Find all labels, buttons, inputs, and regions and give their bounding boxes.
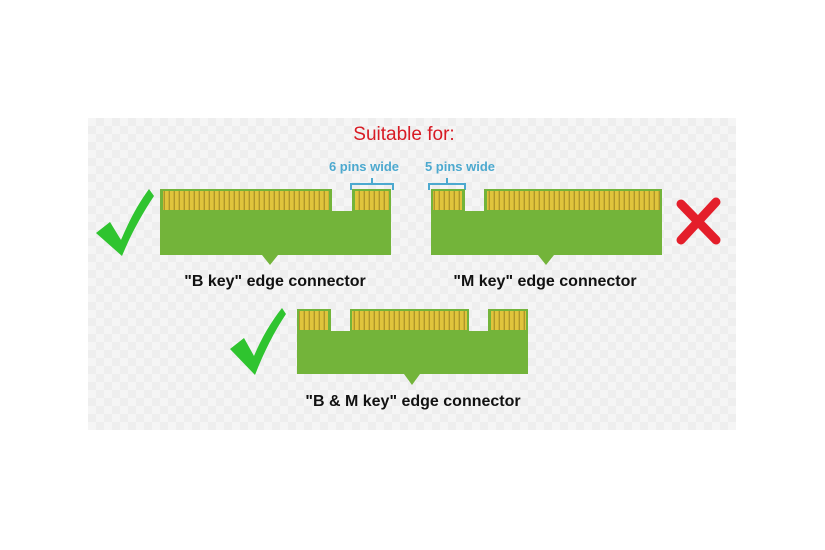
contact-pins [433,191,462,210]
contact-pins [163,191,329,210]
contact-pins [352,311,467,330]
bm-key-caption: "B & M key" edge connector [305,393,520,410]
m-key-caption: "M key" edge connector [453,273,636,290]
diagram-background [88,118,736,430]
contact-pins [487,191,660,210]
check-mark-icon [230,308,286,375]
check-mark-icon [96,189,154,256]
contact-pins [491,311,526,330]
b-key-gap-bracket [350,178,394,190]
b-key-connector [160,189,391,265]
contact-pins [299,311,328,330]
contact-pins [355,191,389,210]
m-key-gap-label: 5 pins wide [425,159,495,174]
m-key-connector [431,189,662,265]
b-key-caption: "B key" edge connector [184,273,365,290]
bm-key-connector [297,309,528,385]
diagram-title: Suitable for: [353,124,454,145]
b-key-gap-label: 6 pins wide [329,159,399,174]
m-key-gap-bracket [428,178,466,190]
cross-icon [676,197,721,245]
